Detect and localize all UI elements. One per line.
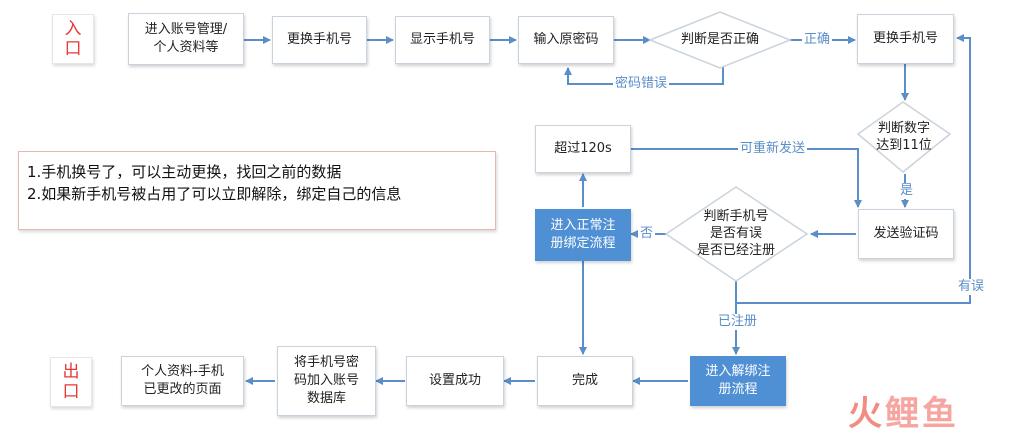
input-password-box: 输入原密码 bbox=[518, 16, 614, 64]
watermark-part-1: 火 bbox=[848, 394, 885, 434]
edge-label-registered: 已注册 bbox=[716, 314, 760, 330]
send-code-box: 发送验证码 bbox=[858, 209, 954, 259]
edge-label-wrong-password: 密码错误 bbox=[613, 76, 670, 92]
entry-tag: 入 口 bbox=[52, 14, 94, 64]
account-manage-box: 进入账号管理/ 个人资料等 bbox=[128, 13, 244, 65]
show-phone-box: 显示手机号 bbox=[395, 16, 490, 64]
check-password-label: 判断是否正确 bbox=[680, 32, 759, 47]
decision-check-phone bbox=[664, 186, 809, 282]
edge-label-no: 否 bbox=[638, 226, 656, 242]
done-box: 完成 bbox=[537, 356, 633, 406]
edge-label-resend: 可重新发送 bbox=[738, 141, 808, 157]
note-line-1: 1.手机换号了，可以主动更换，找回之前的数据 bbox=[27, 163, 342, 181]
change-phone-box: 更换手机号 bbox=[272, 16, 367, 64]
check-phone-label: 判断手机号 是否有误 是否已经注册 bbox=[696, 209, 775, 258]
watermark-logo: 火鲤鱼 bbox=[848, 386, 959, 435]
add-to-db-box: 将手机号密 码加入账号 数据库 bbox=[277, 346, 376, 416]
set-success-box: 设置成功 bbox=[406, 356, 504, 406]
note-line-2: 2.如果新手机号被占用了可以立即解除，绑定自己的信息 bbox=[27, 185, 402, 203]
decision-check-digits bbox=[856, 101, 952, 173]
decision-check-password bbox=[647, 11, 793, 69]
edge-label-error: 有误 bbox=[956, 279, 987, 295]
timeout-box: 超过120s bbox=[535, 125, 631, 173]
unbind-flow-box: 进入解绑注 册流程 bbox=[690, 356, 786, 406]
edge-label-yes: 是 bbox=[898, 183, 916, 199]
check-digits-label: 判断数字 达到11位 bbox=[876, 121, 932, 153]
edge-label-correct: 正确 bbox=[802, 32, 833, 48]
arrow-resend bbox=[631, 148, 862, 208]
profile-changed-box: 个人资料-手机 已更改的页面 bbox=[121, 356, 244, 406]
exit-tag: 出 口 bbox=[50, 357, 92, 407]
watermark-part-2: 鲤鱼 bbox=[885, 394, 959, 434]
arrow-error bbox=[735, 34, 971, 304]
notes-box: 1.手机换号了，可以主动更换，找回之前的数据 2.如果新手机号被占用了可以立即解… bbox=[18, 151, 496, 230]
normal-bind-box: 进入正常注 册绑定流程 bbox=[535, 209, 631, 261]
change-phone-box-2: 更换手机号 bbox=[857, 14, 954, 64]
